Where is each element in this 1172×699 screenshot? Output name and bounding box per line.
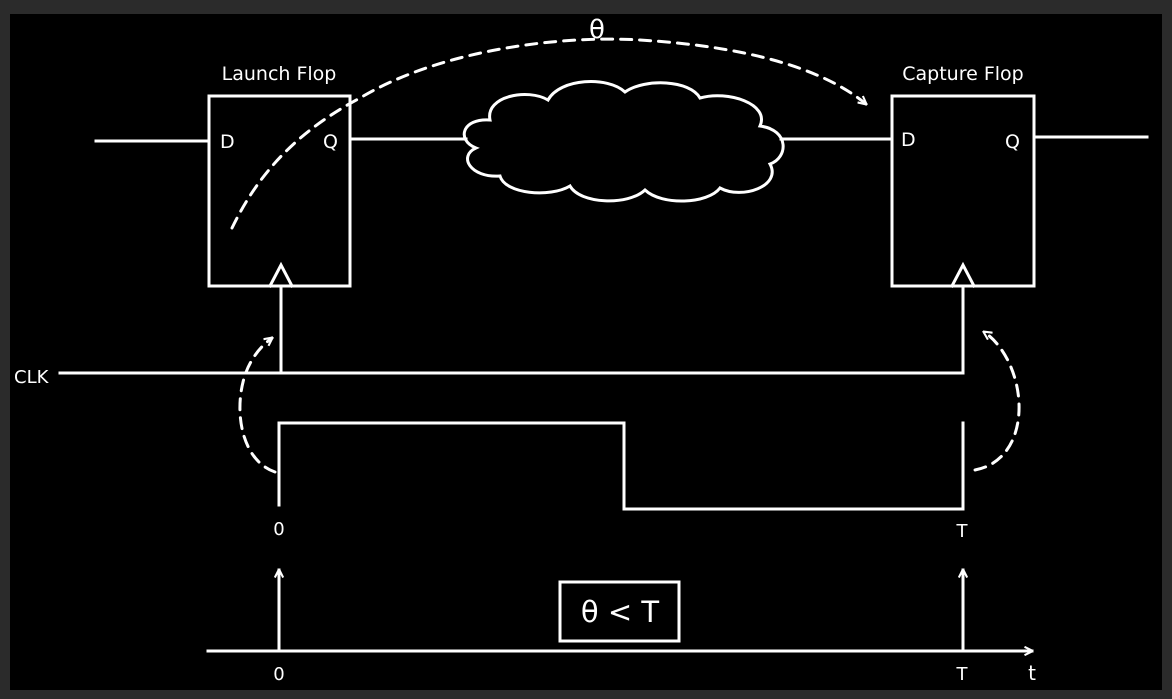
launch-flop-title: Launch Flop (222, 63, 337, 85)
capture-flop-box (890, 94, 1036, 288)
timing-diagram: Launch Flop D Q Capture Flop D Q θ CLK 0… (14, 15, 1149, 685)
capture-clock-triangle (949, 261, 977, 289)
launch-edge-arrow (238, 338, 277, 474)
condition-box (558, 580, 681, 643)
launch-flop: Launch Flop D Q (207, 63, 352, 289)
capture-flop: Capture Flop D Q (890, 63, 1036, 289)
condition-text: θ < T (581, 595, 659, 629)
cloud-icon (462, 80, 785, 203)
delay-path-arrow (230, 37, 866, 230)
waveform-end-label: T (956, 521, 969, 542)
launch-d-label: D (220, 131, 235, 153)
capture-q-label: Q (1005, 131, 1020, 153)
launch-clock-triangle (267, 261, 295, 289)
clk-label: CLK (14, 367, 50, 388)
launch-q-label: Q (323, 131, 338, 153)
waveform-start-label: 0 (273, 519, 284, 540)
clock-waveform (277, 421, 965, 511)
diagram-frame: Launch Flop D Q Capture Flop D Q θ CLK 0… (10, 14, 1162, 690)
timeline-start-label: 0 (273, 664, 284, 685)
capture-d-label: D (901, 129, 916, 151)
delay-theta-label: θ (589, 15, 605, 45)
launch-flop-box (207, 94, 352, 288)
time-axis-label: t (1028, 661, 1036, 685)
timeline-end-label: T (956, 664, 969, 685)
capture-flop-title: Capture Flop (902, 63, 1023, 85)
capture-edge-arrow (973, 332, 1021, 472)
